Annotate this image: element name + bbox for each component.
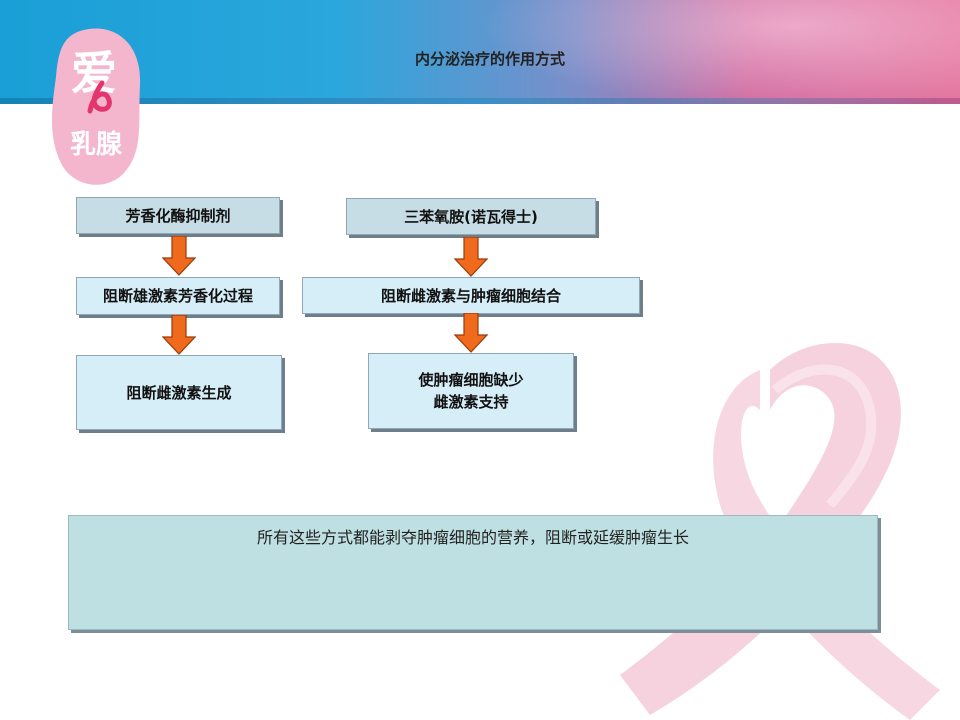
header-glow xyxy=(480,0,960,110)
block-androgen-aromatization-label: 阻断雄激素芳香化过程 xyxy=(102,287,253,305)
page-title: 内分泌治疗的作用方式 xyxy=(414,50,565,68)
deprive-estrogen-support-line2: 雌激素支持 xyxy=(433,393,509,411)
block-estrogen-production-box: 阻断雌激素生成 xyxy=(76,355,282,430)
logo-ribbon-icon xyxy=(87,80,112,114)
tamoxifen-label: 三苯氧胺(诺瓦得士) xyxy=(404,207,538,226)
breast-care-logo: 爱 乳腺 xyxy=(50,25,146,187)
block-androgen-aromatization-box: 阻断雄激素芳香化过程 xyxy=(76,277,280,315)
block-estrogen-binding-label: 阻断雌激素与肿瘤细胞结合 xyxy=(380,286,561,305)
block-estrogen-production-label: 阻断雌激素生成 xyxy=(126,383,232,402)
tamoxifen-box: 三苯氧胺(诺瓦得士) xyxy=(346,198,596,235)
logo-graphic: 爱 乳腺 xyxy=(52,28,141,185)
block-estrogen-binding-box: 阻断雌激素与肿瘤细胞结合 xyxy=(302,277,640,314)
aromatase-inhibitor-box: 芳香化酶抑制剂 xyxy=(76,197,280,234)
down-arrow-icon xyxy=(454,313,488,353)
summary-box: 所有这些方式都能剥夺肿瘤细胞的营养，阻断或延缓肿瘤生长 xyxy=(68,515,878,630)
deprive-estrogen-support-box: 使肿瘤细胞缺少 雌激素支持 xyxy=(368,353,574,429)
logo-text-breast: 乳腺 xyxy=(70,130,123,160)
down-arrow-icon xyxy=(162,236,196,276)
aromatase-inhibitor-label: 芳香化酶抑制剂 xyxy=(125,206,231,225)
deprive-estrogen-support-line1: 使肿瘤细胞缺少 xyxy=(418,371,524,389)
down-arrow-icon xyxy=(162,315,196,355)
down-arrow-icon xyxy=(454,237,488,277)
summary-text: 所有这些方式都能剥夺肿瘤细胞的营养，阻断或延缓肿瘤生长 xyxy=(256,528,689,547)
logo-char-ai: 爱 xyxy=(71,46,117,100)
